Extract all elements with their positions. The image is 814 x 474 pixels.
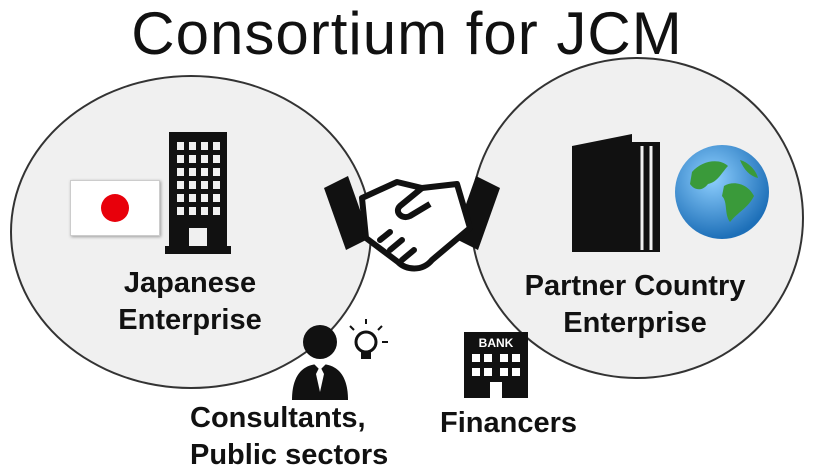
building-window: [177, 142, 184, 150]
building-window: [213, 181, 220, 189]
japan-flag-icon: [70, 180, 160, 236]
consultants-line1: Consultants,: [190, 402, 366, 434]
bank-sign-text: BANK: [479, 336, 514, 350]
financers-label: Financers: [440, 407, 577, 439]
building-window: [213, 194, 220, 202]
building-window: [189, 168, 196, 176]
building-window: [213, 168, 220, 176]
building-window: [201, 142, 208, 150]
japanese-enterprise-label: Japanese Enterprise: [80, 265, 300, 339]
building-window: [201, 181, 208, 189]
japanese-enterprise-line2: Enterprise: [118, 304, 262, 336]
japanese-enterprise-line1: Japanese: [123, 267, 257, 299]
flag-sun: [101, 194, 129, 222]
consultants-line2: Public sectors: [190, 439, 389, 471]
diagram-title: Consortium for JCM: [131, 0, 683, 67]
building-window: [177, 155, 184, 163]
building-window: [213, 142, 220, 150]
consultants-label: Consultants, Public sectors: [190, 400, 420, 474]
building-window: [189, 194, 196, 202]
handshake-icon: [324, 176, 500, 272]
building-window: [177, 207, 184, 215]
building-window: [189, 142, 196, 150]
building-window: [201, 207, 208, 215]
partner-enterprise-label: Partner Country Enterprise: [495, 268, 775, 342]
globe-icon: [675, 145, 769, 239]
partner-enterprise-line2: Enterprise: [563, 307, 707, 339]
building-window: [213, 155, 220, 163]
building-window: [177, 194, 184, 202]
building-window: [201, 168, 208, 176]
office-building-icon: [165, 132, 231, 254]
building-window: [189, 207, 196, 215]
skyscraper-icon: [572, 134, 660, 252]
bank-building-icon: BANK: [464, 332, 528, 398]
building-window: [201, 155, 208, 163]
building-window: [189, 181, 196, 189]
building-window: [177, 168, 184, 176]
building-window: [189, 155, 196, 163]
building-window: [177, 181, 184, 189]
building-window: [213, 207, 220, 215]
idea-bulb-icon: [349, 319, 388, 359]
consultant-person-icon: [292, 325, 348, 400]
partner-enterprise-line1: Partner Country: [524, 270, 746, 302]
building-window: [201, 194, 208, 202]
